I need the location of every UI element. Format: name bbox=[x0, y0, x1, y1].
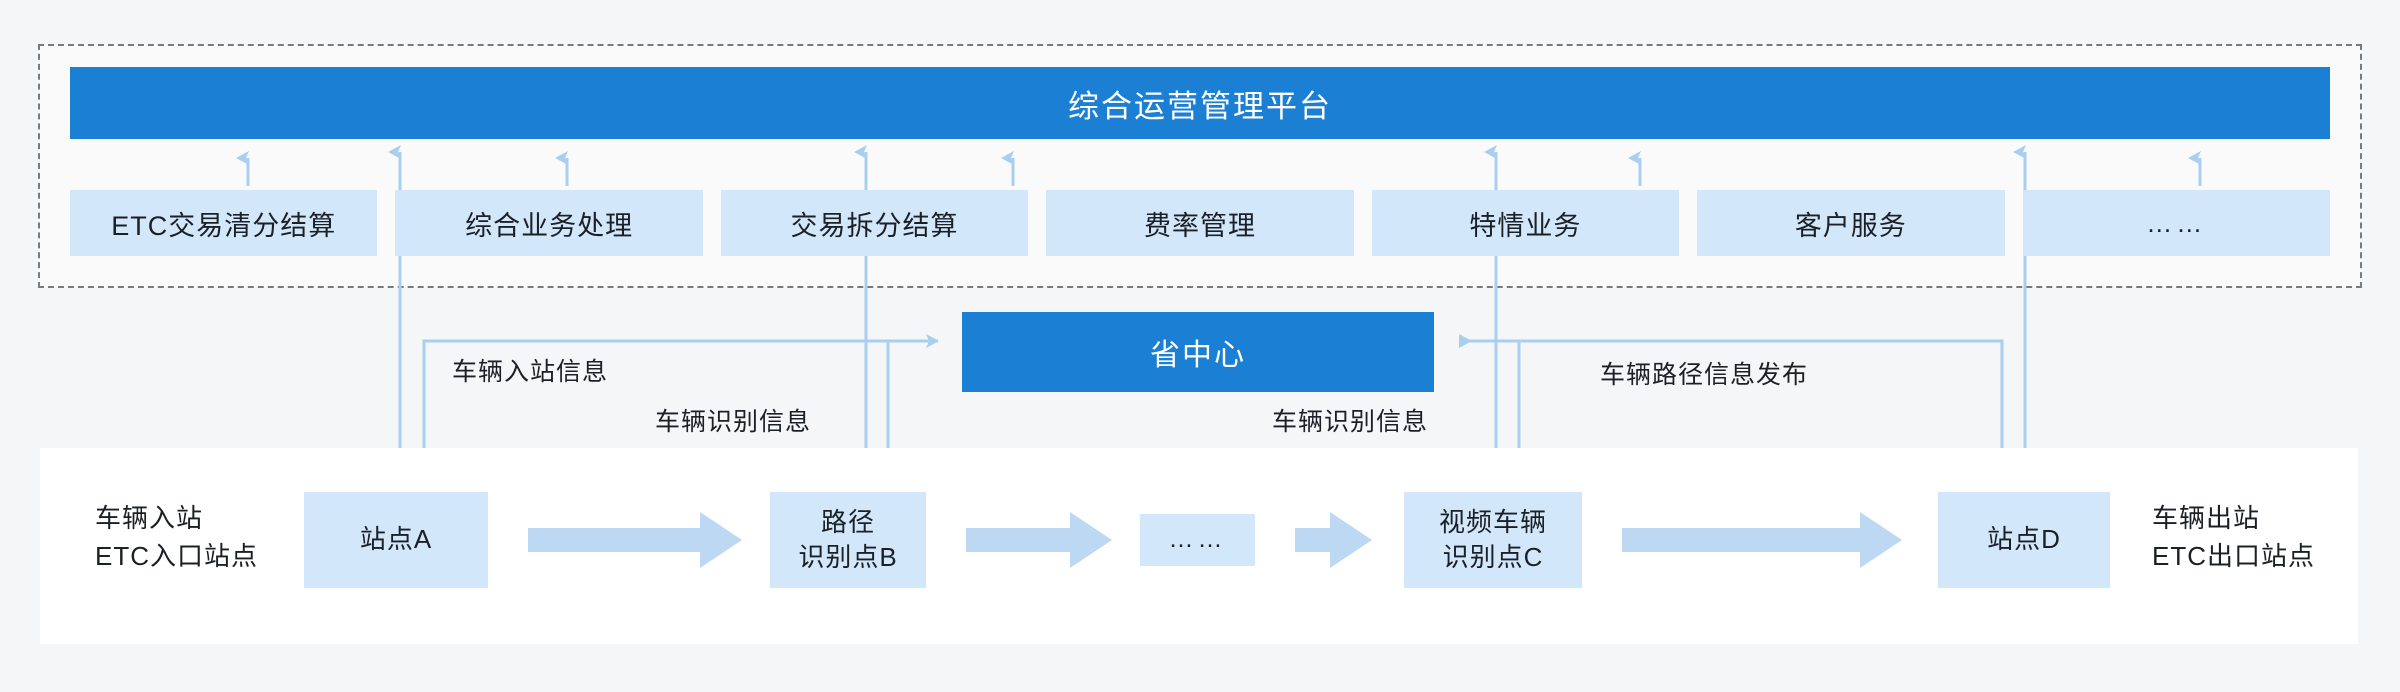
module-label: ETC交易清分结算 bbox=[111, 210, 337, 241]
flow-node-video-point-c[interactable]: 视频车辆 识别点C bbox=[1404, 492, 1582, 588]
exit-side-label-line2: ETC出口站点 bbox=[2152, 540, 2316, 571]
module-label: 客户服务 bbox=[1794, 210, 1907, 241]
module-box-special-business[interactable]: 特情业务 bbox=[1371, 190, 1680, 256]
module-label: 综合业务处理 bbox=[465, 210, 634, 241]
flow-node-station-d[interactable]: 站点D bbox=[1938, 492, 2110, 588]
module-label: …… bbox=[2146, 207, 2207, 238]
flow-node-label: …… bbox=[1168, 525, 1227, 554]
province-center-title: 省中心 bbox=[1150, 339, 1246, 372]
module-box-etc-settlement[interactable]: ETC交易清分结算 bbox=[70, 190, 378, 256]
module-box-customer-service[interactable]: 客户服务 bbox=[1697, 190, 2005, 256]
flow-node-label: 站点D bbox=[1987, 524, 2061, 555]
module-box-rate-management[interactable]: 费率管理 bbox=[1046, 190, 1354, 256]
wire-label-vehicle-recognition-right: 车辆识别信息 bbox=[1272, 408, 1429, 436]
platform-title: 综合运营管理平台 bbox=[1068, 88, 1332, 124]
flow-node-label-line1: 路径 bbox=[820, 506, 875, 537]
flow-node-label-line2: 识别点B bbox=[798, 542, 898, 572]
module-label: 特情业务 bbox=[1469, 210, 1582, 241]
modules-row: ETC交易清分结算 综合业务处理 交易拆分结算 费率管理 特情业务 客户服务 …… bbox=[70, 190, 2330, 256]
module-label: 费率管理 bbox=[1143, 210, 1256, 241]
module-box-transaction-split[interactable]: 交易拆分结算 bbox=[720, 190, 1029, 256]
wire-label-vehicle-route-publish: 车辆路径信息发布 bbox=[1600, 361, 1809, 389]
wire-label-vehicle-recognition-left: 车辆识别信息 bbox=[655, 408, 812, 436]
flow-node-ellipsis[interactable]: …… bbox=[1140, 514, 1255, 566]
entry-side-label: 车辆入站 ETC入口站点 bbox=[95, 500, 258, 575]
flow-node-label-line2: 识别点C bbox=[1442, 542, 1544, 572]
province-center-box[interactable]: 省中心 bbox=[962, 312, 1434, 392]
module-box-more[interactable]: …… bbox=[2022, 190, 2330, 256]
module-label: 交易拆分结算 bbox=[790, 210, 959, 241]
platform-banner[interactable]: 综合运营管理平台 bbox=[70, 67, 2330, 139]
exit-side-label-line1: 车辆出站 bbox=[2152, 503, 2261, 533]
module-box-integrated-business[interactable]: 综合业务处理 bbox=[395, 190, 703, 256]
flow-node-route-point-b[interactable]: 路径 识别点B bbox=[770, 492, 926, 588]
entry-side-label-line2: ETC入口站点 bbox=[95, 540, 259, 571]
flow-node-station-a[interactable]: 站点A bbox=[304, 492, 488, 588]
wire-label-vehicle-entry-info: 车辆入站信息 bbox=[452, 358, 609, 386]
flow-node-label: 站点A bbox=[359, 524, 433, 555]
exit-side-label: 车辆出站 ETC出口站点 bbox=[2152, 500, 2315, 575]
entry-side-label-line1: 车辆入站 bbox=[95, 503, 204, 533]
flow-node-label-line1: 视频车辆 bbox=[1438, 506, 1547, 537]
